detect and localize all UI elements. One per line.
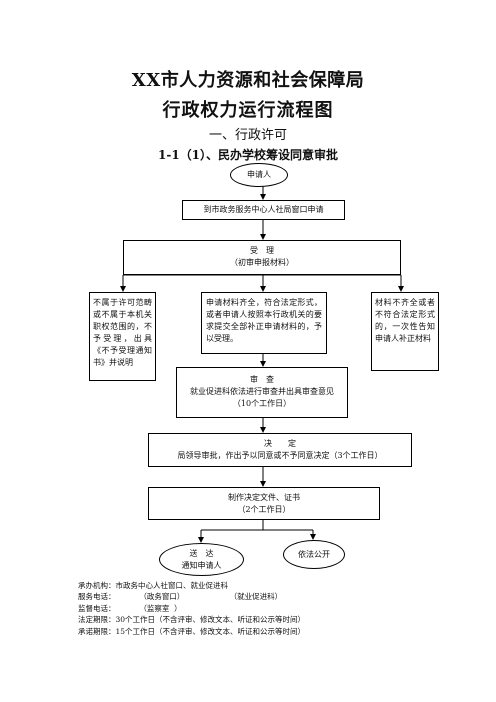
reject-text: 不属于许可范畴或不属于本机关职权范围的，不予受理，出具《不予受理通知书》并说明: [93, 298, 152, 367]
footer-legal-term: 法定期限：30个工作日（不含评审、修改文本、听证和公示等时间）: [78, 615, 306, 624]
review-body: 就业促进科依法进行审查并出具审查意见: [190, 387, 334, 396]
deliver-title: 送 达: [189, 548, 214, 558]
submit-label: 到市政务服务中心人社局窗口申请: [203, 205, 324, 214]
applicant-label: 申请人: [247, 170, 271, 179]
footer-supervision-phone: 监督电话： （监察室 ）: [78, 604, 182, 613]
item-heading: 1-1（1）、民办学校筹设同意审批: [157, 148, 339, 162]
submit-box: 到市政务服务中心人社局窗口申请: [182, 200, 345, 220]
incomplete-text: 材料不齐全或者不符合法定形式的，一次性告知申请人补正材料: [375, 298, 435, 343]
decide-box: 决 定 局领导审批，作出予以同意或不予同意决定（3个工作日）: [148, 433, 412, 467]
page-subtitle: 行政权力运行流程图: [162, 100, 334, 121]
accept-title: 受 理: [250, 246, 274, 255]
review-title: 审 查: [250, 375, 274, 384]
produce-days: （2个工作日）: [237, 505, 291, 514]
incomplete-box: 材料不齐全或者不符合法定形式的，一次性告知申请人补正材料: [371, 292, 439, 371]
decide-title: 决 定: [264, 439, 296, 448]
produce-box: 制作决定文件、证书 （2个工作日）: [148, 487, 380, 520]
footer-promised-term: 承诺期限：15个工作日（不含评审、修改文本、听证和公示等时间）: [78, 627, 306, 636]
footer-service-phone: 服务电话： （政务窗口） （就业促进科）: [78, 592, 283, 601]
publish-label: 依法公开: [298, 549, 330, 559]
section-heading: 一、行政许可: [208, 128, 287, 143]
page-title: XX市人力资源和社会保障局: [131, 70, 365, 91]
review-days: （10个工作日）: [232, 399, 292, 408]
accept-box: 受 理 （初审申报材料）: [123, 240, 401, 275]
deliver-node: 送 达 通知申请人: [159, 543, 244, 576]
accept-subtitle: （初审申报材料）: [230, 258, 294, 267]
applicant-node: 申请人: [230, 163, 288, 187]
deliver-subtitle: 通知申请人: [181, 560, 222, 570]
complete-text: 申请材料齐全，符合法定形式，或者申请人按照本行政机关的要求提交全部补正申请材料的…: [206, 298, 322, 343]
decide-body: 局领导审批，作出予以同意或不予同意决定（3个工作日）: [177, 451, 383, 460]
complete-box: 申请材料齐全，符合法定形式，或者申请人按照本行政机关的要求提交全部补正申请材料的…: [201, 292, 327, 354]
reject-box: 不属于许可范畴或不属于本机关职权范围的，不予受理，出具《不予受理通知书》并说明: [89, 292, 156, 381]
review-box: 审 查 就业促进科依法进行审查并出具审查意见 （10个工作日）: [176, 367, 348, 418]
produce-title: 制作决定文件、证书: [228, 493, 300, 502]
publish-node: 依法公开: [283, 540, 345, 569]
footer-agency: 承办机构：市政务中心人社窗口、就业促进科: [78, 581, 228, 590]
